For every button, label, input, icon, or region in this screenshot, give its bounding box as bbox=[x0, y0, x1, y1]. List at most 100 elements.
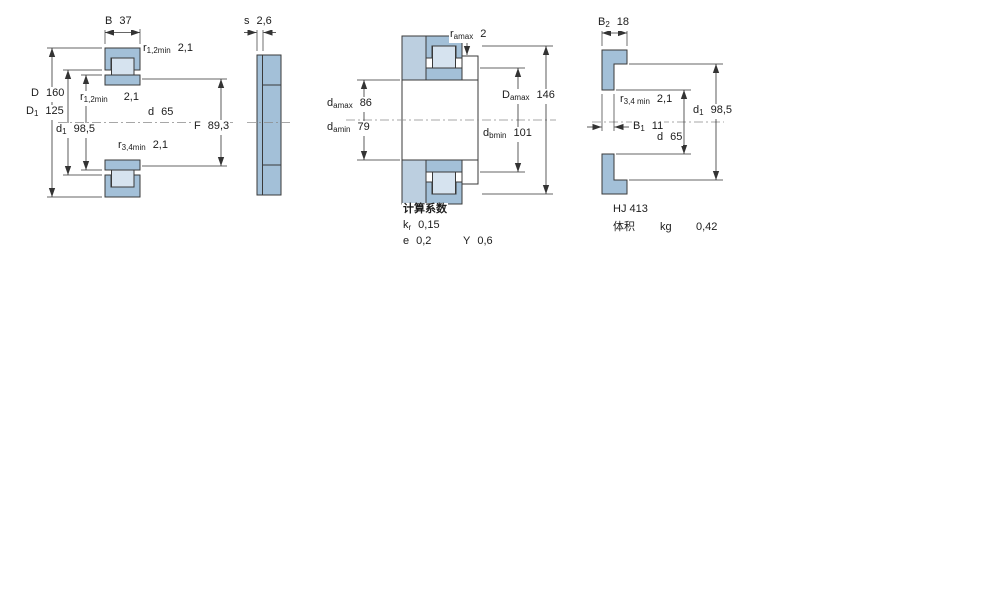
fig3-roller-top bbox=[432, 45, 456, 69]
dim-sub: 1 bbox=[699, 108, 704, 117]
dim-value: 11 bbox=[651, 120, 664, 132]
dim-value: 0,15 bbox=[418, 219, 440, 231]
dim-sub: 1 bbox=[33, 109, 39, 118]
fig3-inner-ring-bottom bbox=[425, 159, 463, 173]
dim-symbol: D bbox=[26, 105, 34, 117]
dim-symbol: B bbox=[598, 16, 606, 28]
dim-label-F: F 89,3 bbox=[193, 120, 231, 135]
dim-symbol: B bbox=[633, 120, 641, 132]
dim-value: 125 bbox=[45, 105, 64, 117]
fig4-dimension-lines bbox=[587, 29, 723, 181]
dim-label-r34-hj: r3,4 min 2,1 bbox=[619, 93, 674, 108]
dim-symbol: e bbox=[403, 235, 410, 247]
dim-sub: 3,4min bbox=[121, 143, 146, 152]
dim-label-damax: damax 86 bbox=[326, 97, 373, 112]
dim-symbol: D bbox=[502, 89, 510, 101]
dim-value: 101 bbox=[513, 127, 532, 139]
dim-label-r34: r3,4min 2,1 bbox=[117, 139, 169, 154]
dim-value: 2,1 bbox=[656, 93, 673, 105]
fig2-ring-body bbox=[256, 54, 282, 196]
dim-value: 2,1 bbox=[152, 139, 168, 151]
fig4-angle-ring-top bbox=[601, 49, 628, 91]
fig1-dimension-lines bbox=[47, 29, 227, 198]
dim-sub: 1 bbox=[640, 124, 645, 133]
dim-sub: amax bbox=[509, 93, 530, 102]
fig3-mounted-section bbox=[346, 35, 556, 205]
dim-value: 2,1 bbox=[177, 42, 193, 54]
dim-sub: amin bbox=[333, 125, 351, 134]
hj-volume-label: 体积 bbox=[612, 221, 636, 233]
dim-sub: 3,4 min bbox=[623, 97, 650, 106]
fig4-angle-ring-bottom bbox=[601, 153, 628, 195]
fig3-abutment-bottom-right bbox=[461, 159, 479, 185]
dim-symbol: D bbox=[31, 87, 39, 99]
calc-kr: kr 0,15 bbox=[402, 219, 441, 234]
fig1-inner-ring-top bbox=[104, 74, 141, 86]
dim-symbol: d bbox=[148, 106, 155, 118]
fig3-shoulder-bottom-left bbox=[401, 159, 427, 205]
dim-label-r12-mid: r1,2min 2,1 bbox=[79, 91, 140, 106]
dim-symbol: F bbox=[194, 120, 201, 132]
dim-symbol: r bbox=[620, 93, 624, 105]
dim-sub: 1 bbox=[62, 127, 67, 136]
dim-label-damin: damin 79 bbox=[326, 121, 371, 136]
dim-value: 86 bbox=[359, 97, 372, 109]
hj-volume-value: 0,42 bbox=[695, 221, 719, 233]
dim-symbol: d bbox=[327, 121, 334, 133]
dim-sub: amax bbox=[453, 32, 474, 41]
calc-e: e 0,2 bbox=[402, 235, 433, 250]
dim-sub: 1,2min bbox=[146, 46, 171, 55]
fig1-roller-bottom bbox=[111, 169, 135, 188]
fig3-shoulder-top-left bbox=[401, 35, 427, 81]
dim-label-B: B 37 bbox=[104, 15, 133, 30]
fig2-dimension-lines bbox=[244, 29, 276, 51]
dim-symbol: Y bbox=[463, 235, 471, 247]
hj-designation: HJ 413 bbox=[612, 203, 649, 215]
dim-label-Damax: Damax 146 bbox=[501, 89, 556, 104]
calc-Y: Y 0,6 bbox=[462, 235, 494, 250]
fig2-ring-profile bbox=[247, 54, 292, 196]
dim-value: 0,6 bbox=[477, 235, 493, 247]
dim-value: 65 bbox=[161, 106, 174, 118]
dim-symbol: d bbox=[657, 131, 664, 143]
dim-value: 37 bbox=[119, 15, 132, 27]
dim-sub: 1,2min bbox=[83, 95, 108, 104]
dim-value: 79 bbox=[357, 121, 370, 133]
fig3-abutment-top-right bbox=[461, 55, 479, 81]
dim-symbol: r bbox=[80, 91, 84, 103]
fig1-inner-ring-bottom bbox=[104, 159, 141, 171]
dim-symbol: B bbox=[105, 15, 113, 27]
dim-symbol: d bbox=[693, 104, 700, 116]
dim-value: 0,2 bbox=[416, 235, 432, 247]
dim-value: 2,1 bbox=[123, 91, 139, 103]
dim-sub: r bbox=[408, 223, 412, 232]
dim-symbol: s bbox=[244, 15, 250, 27]
dim-value: 89,3 bbox=[207, 120, 230, 132]
dim-value: 146 bbox=[536, 89, 555, 101]
dim-value: 98,5 bbox=[710, 104, 732, 116]
dim-symbol: k bbox=[403, 219, 409, 231]
fig1-roller-top bbox=[111, 57, 135, 76]
dim-value: 65 bbox=[670, 131, 683, 143]
dim-symbol: d bbox=[327, 97, 334, 109]
dim-value: 18 bbox=[616, 16, 630, 28]
calc-factors-title: 计算系数 bbox=[402, 203, 448, 215]
dim-value: 2 bbox=[480, 28, 487, 40]
dim-symbol: d bbox=[56, 123, 63, 135]
hj-volume-unit: kg bbox=[659, 221, 673, 233]
dim-symbol: r bbox=[118, 139, 122, 151]
dim-sub: bmin bbox=[489, 131, 507, 140]
dim-label-D1: D1 125 bbox=[25, 105, 65, 120]
dim-label-d1-hj: d1 98,5 bbox=[692, 104, 733, 119]
dim-sub: amax bbox=[333, 101, 353, 110]
fig3-dimension-lines bbox=[357, 45, 553, 195]
dim-label-d: d 65 bbox=[147, 106, 175, 121]
fig3-roller-bottom bbox=[432, 171, 456, 195]
